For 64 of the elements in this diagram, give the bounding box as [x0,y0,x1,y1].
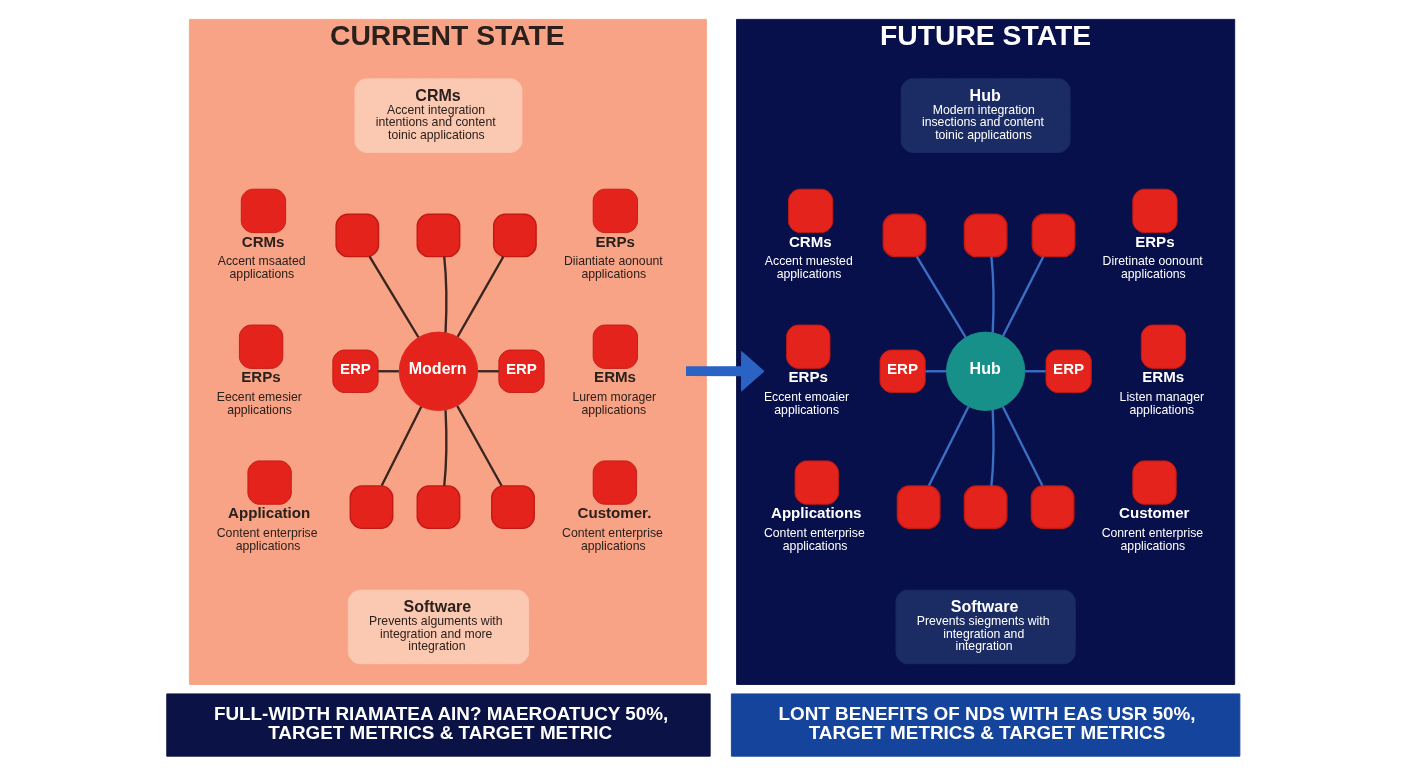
node-box: Software Prevents alguments with integration and more integration [347,589,529,665]
connector [380,406,422,487]
node-box: ERP [1045,349,1092,393]
node-box: ERP [497,349,545,393]
node-circle: Hub [945,331,1025,411]
connector [377,370,399,373]
node-box [963,213,1008,258]
node-box [963,485,1008,530]
connector [924,370,946,373]
node-label: Accent msaated applications [217,254,306,282]
node-box [492,213,537,258]
node-box [334,213,379,258]
connector [989,256,995,333]
connector [1024,370,1046,373]
node-label: Listen manager applications [1119,389,1204,418]
node-box: CRMs Accent integration intentions and content toinic applications [354,78,522,153]
connector [456,256,504,338]
node-label: Applications [770,504,861,522]
node-label: Content enterprise applications [763,525,865,553]
node-box: LONT BENEFITS OF NDS WITH EAS USR 50%, TARGET METRICS & TARGET METRICS [730,693,1240,757]
connector [442,256,447,333]
node-label: Eccent emoaier applications [763,389,849,418]
node-label: ERMs [593,368,636,386]
node-box: FULL-WIDTH RIAMATEA AIN? MAEROATUCY 50%, TARGET METRICS & TARGET METRIC [165,693,711,757]
node-label: ERPs [1134,232,1175,250]
connector [368,256,419,338]
node-box [896,485,941,530]
node-label: Eecent emesier applications [216,389,302,418]
node-label: CRMs [788,232,832,250]
node-label: Lurem morager applications [571,389,656,418]
connector [927,406,969,487]
node-box [1030,485,1075,530]
node-label: Content enterprise applications [216,525,318,553]
node-label: Content enterprise applications [561,525,663,553]
node-circle: Modern [398,331,478,411]
connector [915,256,967,339]
node-box: ERP [331,349,379,393]
node-box [349,485,393,530]
node-label: Customer. [577,504,651,522]
node-label: Diretinate oonount applications [1102,254,1203,282]
node-label: Accent muested applications [764,254,853,282]
node-box [416,213,460,258]
node-box: Hub Modern integration insections and content toinic applications [900,78,1071,153]
connector [989,409,995,486]
node-label: ERMs [1141,368,1184,386]
connector [442,410,447,486]
node-box [882,213,926,258]
node-box [490,485,535,530]
node-box [416,485,460,530]
connector [1001,406,1043,487]
node-label: ERPs [787,368,828,386]
connector [1001,256,1044,337]
node-label: Application [227,504,310,522]
node-label: Diiantiate aonount applications [563,254,663,282]
node-label: CRMs [241,232,285,250]
node-label: Customer [1118,504,1190,522]
connector [455,405,503,487]
node-box: ERP [879,349,926,393]
node-box [1031,213,1075,258]
node-box: Software Prevents siegments with integration and integration [895,589,1076,665]
node-label: ERPs [240,368,281,386]
node-label: ERPs [595,232,635,250]
connector [477,370,499,373]
node-label: Conrent enterprise applications [1101,525,1203,553]
